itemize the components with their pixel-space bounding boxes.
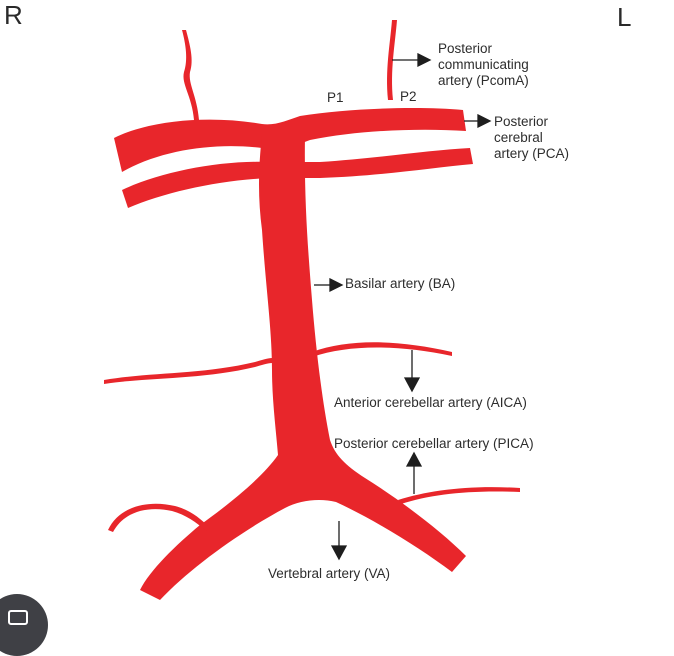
right-side-marker: R bbox=[4, 0, 23, 30]
label-pcoma-line2: communicating bbox=[438, 57, 529, 72]
aica-right-branch bbox=[312, 342, 452, 357]
aica-left-branch bbox=[104, 358, 272, 384]
basilar-trunk bbox=[140, 135, 466, 600]
label-pcoma: Posterior communicating artery (PcomA) bbox=[438, 41, 568, 89]
vertebral-arrow-head bbox=[330, 545, 348, 561]
camera-icon bbox=[8, 610, 28, 625]
basilar-arrow-head bbox=[329, 277, 344, 293]
label-p1: P1 bbox=[327, 90, 344, 105]
pca-arrow-head bbox=[477, 113, 492, 129]
artery-diagram: R L Posterior communicating artery (Pcom… bbox=[0, 0, 632, 656]
label-pca-line3: artery (PCA) bbox=[494, 146, 570, 161]
label-pca-line1: Posterior bbox=[494, 114, 549, 129]
label-aica: Anterior cerebellar artery (AICA) bbox=[334, 395, 527, 410]
label-pica: Posterior cerebellar artery (PICA) bbox=[334, 436, 534, 451]
label-p2: P2 bbox=[400, 89, 417, 104]
label-pca: Posterior cerebral artery (PCA) bbox=[494, 114, 604, 162]
label-pcoma-line3: artery (PcomA) bbox=[438, 73, 529, 88]
aica-arrow-head bbox=[403, 377, 421, 393]
label-basilar: Basilar artery (BA) bbox=[345, 276, 456, 291]
artery-diagram-svg bbox=[104, 20, 520, 600]
pica-branch bbox=[398, 487, 520, 504]
label-pcoma-line1: Posterior bbox=[438, 41, 493, 56]
pcoma-arrow-head bbox=[417, 52, 432, 68]
lower-left-branch bbox=[108, 503, 210, 532]
left-side-marker: L bbox=[617, 2, 632, 32]
label-vertebral: Vertebral artery (VA) bbox=[268, 566, 391, 581]
pica-arrow-head bbox=[405, 451, 423, 467]
right-pcoma-branch bbox=[182, 30, 199, 120]
label-pca-line2: cerebral bbox=[494, 130, 543, 145]
